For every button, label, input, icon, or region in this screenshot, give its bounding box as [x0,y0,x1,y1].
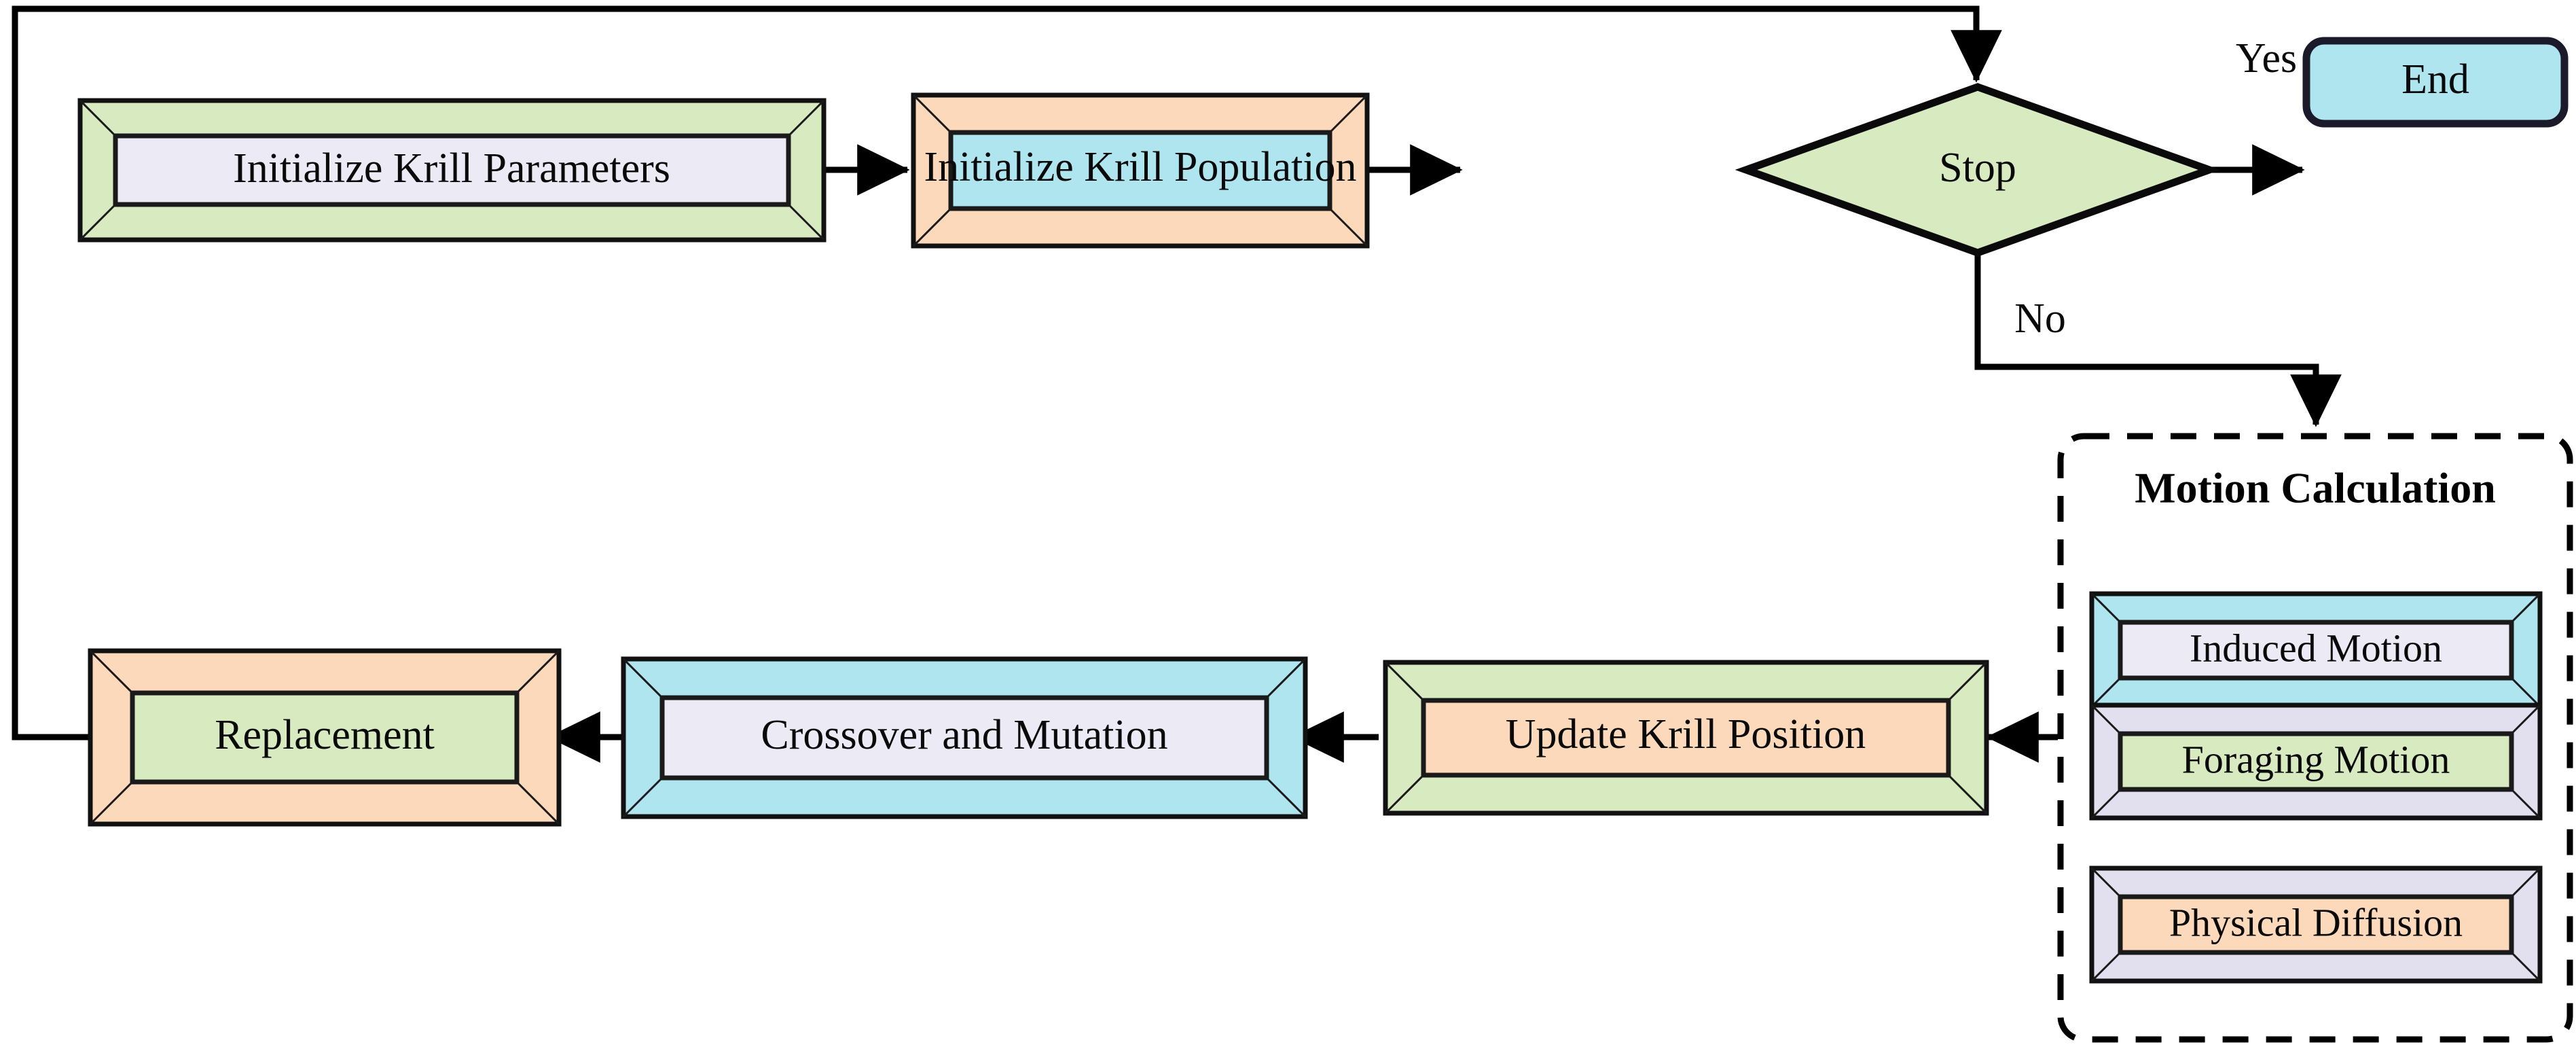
group-item-physical-diffusion[interactable]: Physical Diffusion [2089,865,2543,984]
node-label: Crossover and Mutation [761,712,1167,758]
node-label: Update Krill Position [1506,711,1866,757]
node-inner-face [115,136,788,204]
bevel-corner-lines [2090,867,2541,982]
node-label: Initialize Krill Parameters [233,145,670,192]
node-inner-border [2118,620,2514,681]
node-replacement[interactable]: Replacement [88,648,562,827]
bevel-corner-lines [1384,661,1988,815]
node-inner-border [1421,698,1951,778]
node-update-krill-position[interactable]: Update Krill Position [1383,660,1989,816]
node-crossover-and-mutation[interactable]: Crossover and Mutation [621,656,1308,819]
node-inner-border [948,130,1332,211]
node-inner-face [132,693,517,782]
edge-feedback-loop [12,5,2002,740]
node-label: Stop [1939,145,2016,191]
bevel-corner-lines [622,658,1307,818]
node-inner-face [951,132,1330,209]
end-rounded-rect [2302,37,2569,128]
node-inner-face [662,698,1267,778]
node-initialize-krill-population[interactable]: Initialize Krill Population [911,92,1370,249]
edge-label-yes: Yes [2236,35,2297,82]
edge-label-no: No [2014,296,2066,342]
node-label: Initialize Krill Population [924,144,1356,190]
bevel-outer-border [77,98,827,243]
node-end[interactable]: End [2302,37,2569,128]
node-stop-decision[interactable]: Stop [1735,83,2221,257]
edge-stop-to-motion-no [1974,251,2342,427]
bevel-corner-lines [2090,704,2541,819]
bevel-outer-border [88,648,562,827]
node-inner-border [659,695,1269,781]
connectors [12,5,2342,763]
bevel-corner-lines [2090,592,2541,708]
bevel-outer-border [2089,865,2543,984]
decision-diamond-shape [1735,83,2221,257]
node-label: Physical Diffusion [2169,900,2463,944]
node-inner-border [113,133,791,207]
node-label: Foraging Motion [2182,737,2450,781]
node-inner-border [2118,894,2514,955]
node-inner-border [130,690,520,785]
node-initialize-krill-parameters[interactable]: Initialize Krill Parameters [77,98,827,243]
group-item-foraging-motion[interactable]: Foraging Motion [2089,702,2543,821]
bevel-corner-lines [912,94,1368,247]
node-label: Induced Motion [2190,626,2442,670]
node-label: End [2401,56,2469,103]
bevel-outer-border [1383,660,1989,816]
bevel-outer-border [621,656,1308,819]
bevel-corner-lines [89,649,560,825]
node-inner-face [2120,897,2511,952]
node-inner-border [2118,731,2514,792]
node-inner-face [2120,734,2511,789]
motion-calculation-title: Motion Calculation [2135,464,2496,512]
node-label: Replacement [215,712,435,758]
bevel-corner-lines [79,99,825,241]
group-item-induced-motion[interactable]: Induced Motion [2089,591,2543,709]
node-inner-face [2120,622,2511,678]
bevel-outer-border [2089,702,2543,821]
bevel-outer-border [911,92,1370,249]
node-inner-face [1423,700,1948,775]
